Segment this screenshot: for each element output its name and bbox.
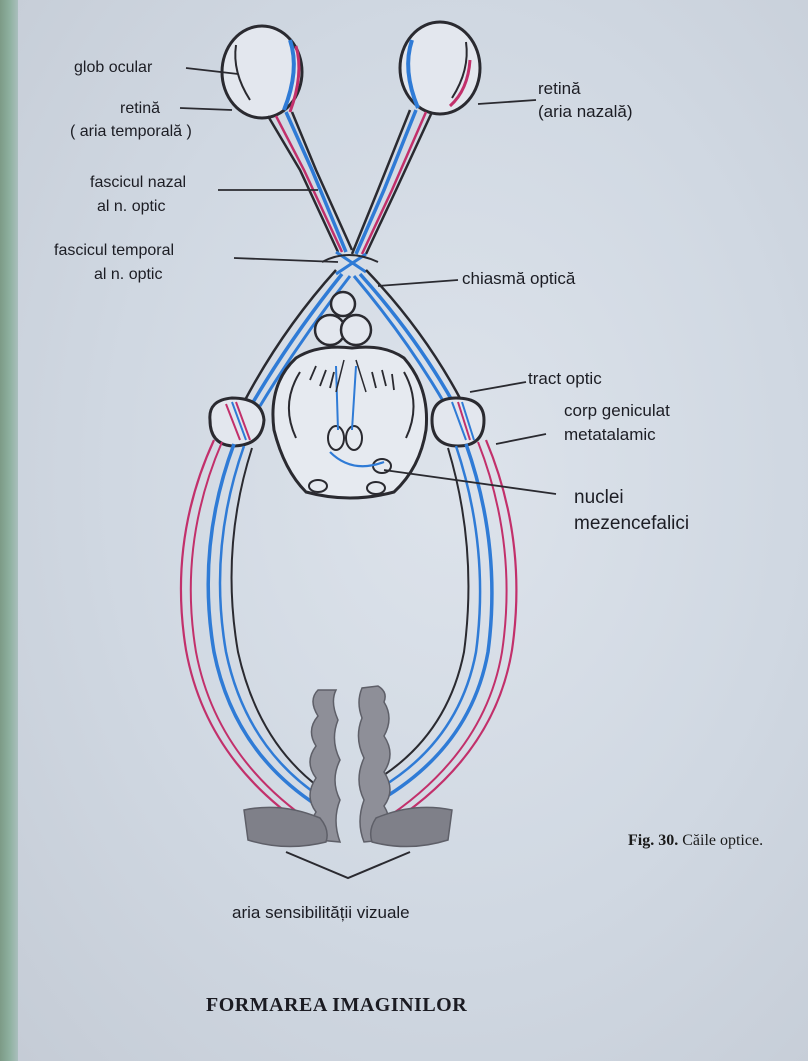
right-optic-nerve — [352, 110, 432, 254]
label-fascicul-temporal-line1: fascicul temporal — [54, 240, 174, 261]
figure-number: Fig. 30. — [628, 832, 678, 849]
label-retina-left: retină — [120, 98, 160, 119]
visual-area-bracket — [286, 852, 410, 878]
label-corp-geniculat-line1: corp geniculat — [564, 400, 670, 421]
label-glob-ocular: glob ocular — [74, 57, 152, 78]
label-nuclei-line2: mezencefalici — [574, 512, 689, 536]
label-aria-temporala: ( aria temporală ) — [70, 121, 192, 142]
visual-cortex — [244, 686, 452, 847]
right-optic-radiation — [366, 440, 516, 830]
right-eyeball — [400, 22, 480, 114]
right-geniculate-body — [432, 398, 484, 446]
left-geniculate-body — [210, 398, 264, 446]
label-nuclei-line1: nuclei — [574, 486, 624, 510]
label-aria-nazala: (aria nazală) — [538, 101, 633, 122]
left-optic-nerve — [268, 112, 352, 252]
label-fascicul-nazal-line2: al n. optic — [97, 196, 165, 217]
label-chiasma-optica: chiasmă optică — [462, 268, 575, 289]
label-tract-optic: tract optic — [528, 368, 602, 389]
label-fascicul-nazal-line1: fascicul nazal — [90, 172, 186, 193]
label-aria-sensibilitatii-vizuale: aria sensibilității vizuale — [232, 902, 410, 923]
label-retina-right: retină — [538, 78, 581, 99]
optic-chiasm — [322, 252, 378, 274]
page-heading: FORMAREA IMAGINILOR — [206, 994, 467, 1017]
figure-caption-text: Căile optice. — [682, 832, 763, 849]
label-fascicul-temporal-line2: al n. optic — [94, 264, 162, 285]
left-optic-radiation — [181, 440, 322, 828]
left-eyeball — [222, 26, 302, 118]
midbrain-section — [273, 292, 427, 498]
figure-caption: Fig. 30. Căile optice. — [628, 832, 763, 850]
label-corp-geniculat-line2: metatalamic — [564, 424, 656, 445]
